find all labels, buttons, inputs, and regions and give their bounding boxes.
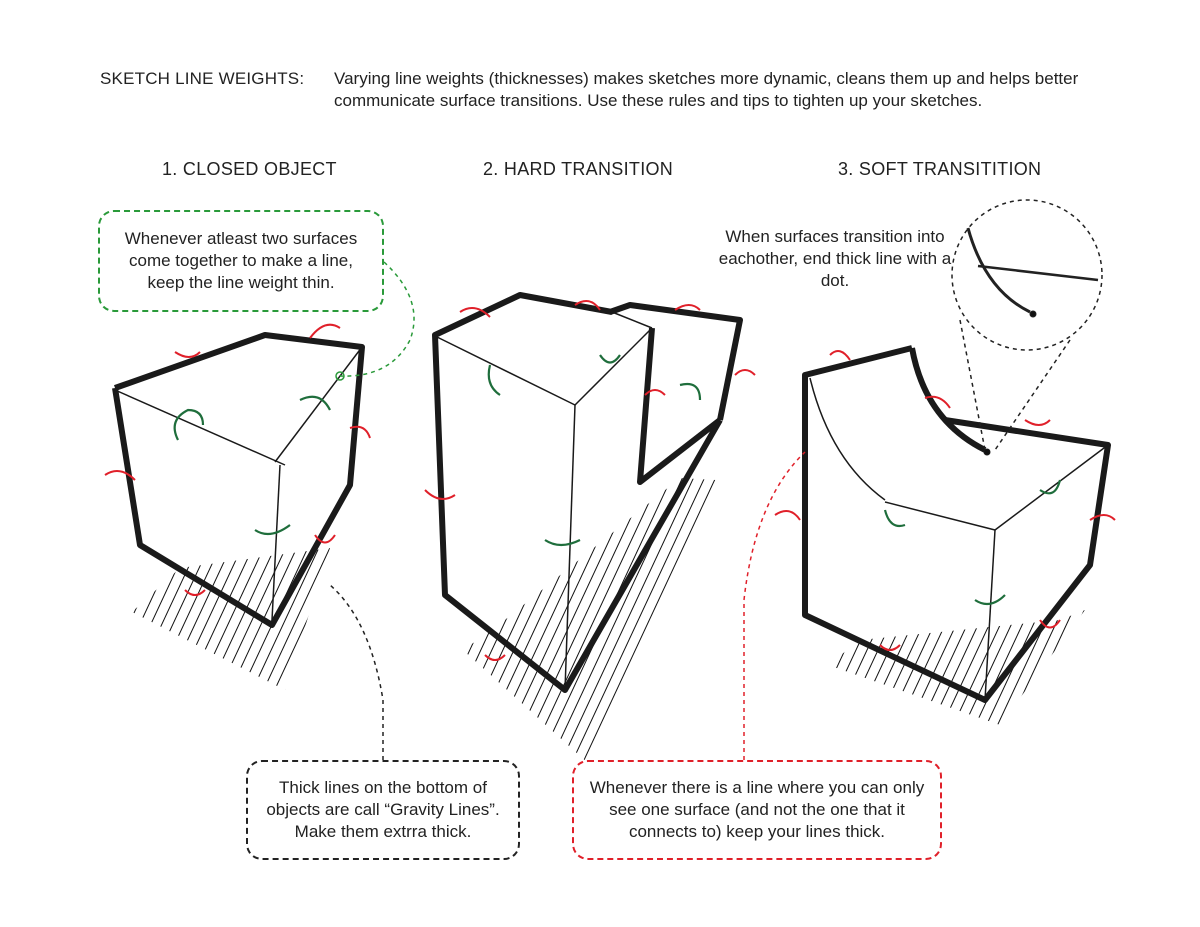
thick-lines-callout-text: Whenever there is a line where you can o…: [589, 778, 925, 841]
gravity-lines-callout: Thick lines on the bottom of objects are…: [246, 760, 520, 860]
closed-object-sketch: [112, 332, 365, 628]
magnifier-detail: [951, 199, 1103, 451]
closed-object-shadow: [132, 548, 330, 690]
hard-transition-sketch: [432, 292, 743, 693]
section-title-hard-transition: 2. HARD TRANSITION: [483, 159, 674, 179]
gravity-lines-callout-text: Thick lines on the bottom of objects are…: [266, 778, 500, 841]
soft-transition-sketch: [802, 345, 1111, 703]
thick-lines-callout: Whenever there is a line where you can o…: [572, 760, 942, 860]
black-leader-line: [329, 584, 384, 760]
section-title-closed-object: 1. CLOSED OBJECT: [162, 159, 337, 179]
thin-line-callout-text: Whenever atleast two surfaces come toget…: [124, 229, 358, 292]
red-leader-line: [743, 451, 806, 760]
hard-transition-shadow: [463, 478, 716, 765]
soft-transition-note: When surfaces transition into eachother,…: [718, 227, 952, 290]
section-title-soft-transition: 3. SOFT TRANSITITION: [838, 159, 1042, 179]
header-description: Varying line weights (thicknesses) makes…: [334, 69, 1079, 110]
soft-transition-shadow: [828, 610, 1085, 725]
header-label: SKETCH LINE WEIGHTS:: [100, 69, 305, 88]
thin-line-callout: Whenever atleast two surfaces come toget…: [98, 210, 384, 312]
red-arrow-icons: [104, 300, 1116, 661]
green-arrow-icons: [173, 354, 1062, 606]
